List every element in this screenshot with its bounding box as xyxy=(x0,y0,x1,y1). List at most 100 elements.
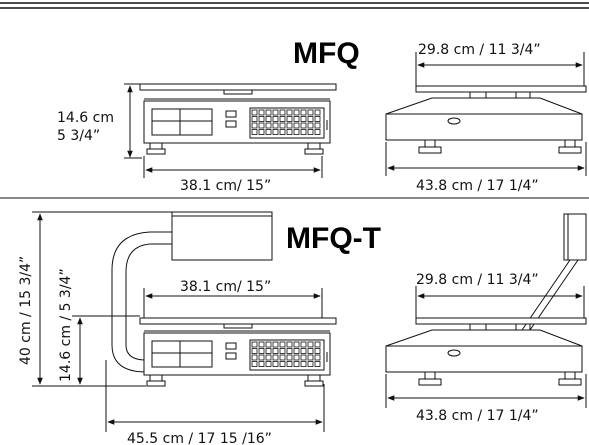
keypad-key xyxy=(258,341,265,348)
keypad-key xyxy=(293,116,300,122)
keypad-key xyxy=(300,361,307,367)
keypad-key xyxy=(300,116,307,122)
keypad-key xyxy=(286,348,293,354)
keypad-key xyxy=(279,354,286,361)
keypad-key xyxy=(279,361,286,367)
keypad-key xyxy=(272,122,279,129)
keypad-key xyxy=(307,348,314,354)
mfq-depth-label: 43.8 cm / 17 1/4” xyxy=(416,178,539,194)
keypad-key xyxy=(314,129,321,135)
keypad-key xyxy=(286,341,293,348)
keypad-key xyxy=(279,129,286,135)
keypad-key xyxy=(258,354,265,361)
keypad-key xyxy=(286,129,293,135)
keypad-key xyxy=(258,109,265,116)
keypad-key xyxy=(286,354,293,361)
keypad-key xyxy=(314,354,321,361)
mfq-front-view xyxy=(139,83,337,155)
mfq-t-depth-label: 43.8 cm / 17 1/4” xyxy=(416,408,539,424)
mfq-t-body-height-label: 14.6 cm / 5 3/4” xyxy=(58,268,74,382)
mfq-t-overall-width-dimension: 45.5 cm / 17 15 /16” xyxy=(105,360,325,445)
keypad-key xyxy=(265,109,272,116)
keypad-key xyxy=(272,348,279,354)
mfq-t-title: MFQ-T xyxy=(286,222,381,255)
keypad-key xyxy=(286,361,293,367)
keypad-key xyxy=(251,109,258,116)
mfq-t-overall-width-label: 45.5 cm / 17 15 /16” xyxy=(127,431,272,445)
keypad-key xyxy=(307,129,314,135)
mfq-t-front-width-dimension: 38.1 cm/ 15” xyxy=(143,279,323,318)
keypad-key xyxy=(279,122,286,129)
keypad-key xyxy=(300,122,307,129)
mfq-t-depth-dimension: 43.8 cm / 17 1/4” xyxy=(385,374,587,424)
mfq-t-platter-width-dimension: 29.8 cm / 11 3/4” xyxy=(415,272,585,318)
keypad-key xyxy=(265,129,272,135)
keypad-key xyxy=(272,116,279,122)
keypad-key xyxy=(272,361,279,367)
keypad-key xyxy=(314,109,321,116)
keypad-key xyxy=(293,109,300,116)
keypad-key xyxy=(293,348,300,354)
keypad-key xyxy=(307,122,314,129)
keypad-key xyxy=(258,348,265,354)
keypad-key xyxy=(293,354,300,361)
mfq-height-cm-label: 14.6 cm xyxy=(57,110,114,126)
top-border xyxy=(0,2,589,9)
mfq-t-body-height-dimension: 14.6 cm / 5 3/4” xyxy=(58,268,140,385)
keypad-key xyxy=(300,354,307,361)
mfq-front-width-label: 38.1 cm/ 15” xyxy=(180,178,271,194)
mfq-t-platter-width-label: 29.8 cm / 11 3/4” xyxy=(416,272,539,288)
keypad-key xyxy=(272,341,279,348)
mfq-height-in-label: 5 3/4” xyxy=(57,128,100,144)
keypad-key xyxy=(314,348,321,354)
keypad-key xyxy=(300,341,307,348)
keypad-key xyxy=(272,354,279,361)
mfq-depth-dimension: 43.8 cm / 17 1/4” xyxy=(385,142,587,194)
keypad-key xyxy=(307,354,314,361)
keypad-key xyxy=(265,354,272,361)
keypad-key xyxy=(314,341,321,348)
mfq-t-front-width-label: 38.1 cm/ 15” xyxy=(180,279,271,295)
keypad-key xyxy=(300,109,307,116)
mfq-title: MFQ xyxy=(293,37,360,70)
keypad-key xyxy=(279,116,286,122)
mfq-platter-width-dimension: 29.8 cm / 11 3/4” xyxy=(415,42,585,86)
keypad-key xyxy=(251,129,258,135)
keypad-key xyxy=(265,341,272,348)
keypad-key xyxy=(251,348,258,354)
mfq-keypad xyxy=(249,107,325,139)
keypad-key xyxy=(314,122,321,129)
keypad-key xyxy=(286,122,293,129)
keypad-key xyxy=(251,361,258,367)
keypad-key xyxy=(293,122,300,129)
keypad-key xyxy=(293,361,300,367)
keypad-key xyxy=(258,129,265,135)
keypad-key xyxy=(251,122,258,129)
mfq-height-dimension: 14.6 cm 5 3/4” xyxy=(57,83,142,159)
keypad-key xyxy=(272,129,279,135)
keypad-key xyxy=(314,116,321,122)
keypad-key xyxy=(265,348,272,354)
keypad-key xyxy=(293,129,300,135)
mfq-front-width-dimension: 38.1 cm/ 15” xyxy=(143,156,323,194)
mfq-t-front-view xyxy=(111,211,337,387)
keypad-key xyxy=(272,109,279,116)
keypad-key xyxy=(279,348,286,354)
mfq-t-side-view xyxy=(385,213,587,386)
mfq-t-keypad xyxy=(249,339,325,371)
keypad-key xyxy=(286,109,293,116)
keypad-key xyxy=(314,361,321,367)
keypad-key xyxy=(307,341,314,348)
keypad-key xyxy=(265,361,272,367)
keypad-key xyxy=(307,109,314,116)
keypad-key xyxy=(251,116,258,122)
keypad-key xyxy=(251,354,258,361)
keypad-key xyxy=(258,122,265,129)
keypad-key xyxy=(265,122,272,129)
keypad-key xyxy=(258,361,265,367)
keypad-key xyxy=(279,341,286,348)
keypad-key xyxy=(307,116,314,122)
mfq-t-total-height-label: 40 cm / 15 3/4” xyxy=(18,256,34,365)
keypad-key xyxy=(258,116,265,122)
mfq-platter-width-label: 29.8 cm / 11 3/4” xyxy=(418,42,541,58)
